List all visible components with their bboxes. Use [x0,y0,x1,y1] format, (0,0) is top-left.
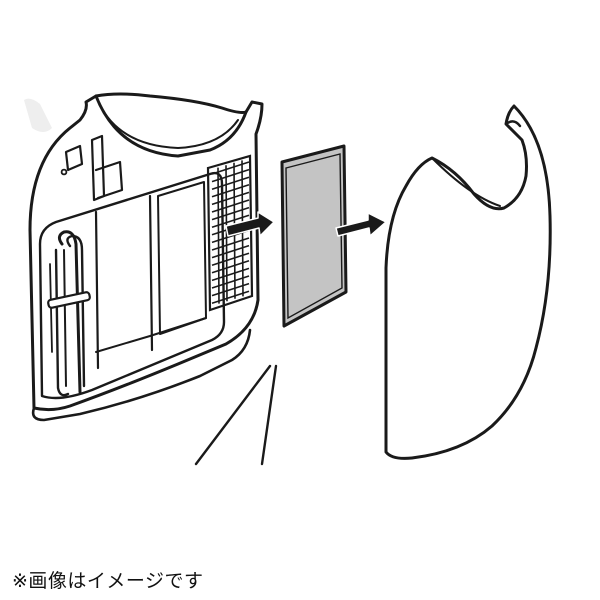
filter-edge [285,153,343,320]
edge-shadow [24,98,52,132]
appliance-body [24,92,264,422]
body-outer-shell [28,94,264,412]
front-cover-panel [384,104,552,460]
inner-frame [38,171,226,400]
neck-opening [94,92,248,114]
leader-lines [194,364,278,466]
power-cord [47,230,91,397]
top-bracket-block [94,160,124,200]
cover-top-hook [504,120,522,128]
inner-panel-divider-1 [94,210,100,370]
removal-arrow-icon [335,212,387,237]
neck-inner-rim [103,111,239,149]
small-screw [60,168,68,176]
grille-bar [225,165,228,302]
inner-panel-divider-2 [148,194,154,352]
filter-replacement-illustration [24,92,552,466]
base-rim [31,328,252,422]
removal-arrow-icon [225,211,275,237]
inner-panel-box [157,181,207,335]
top-bracket [64,144,84,172]
cover-outline [384,104,552,460]
grille-bar [217,167,220,304]
image-disclaimer-caption: ※画像はイメージです [12,570,204,592]
cord-tie [47,291,91,309]
filter-sheet [280,144,348,328]
filter-face [280,144,348,328]
cover-inner-curve [431,157,501,207]
